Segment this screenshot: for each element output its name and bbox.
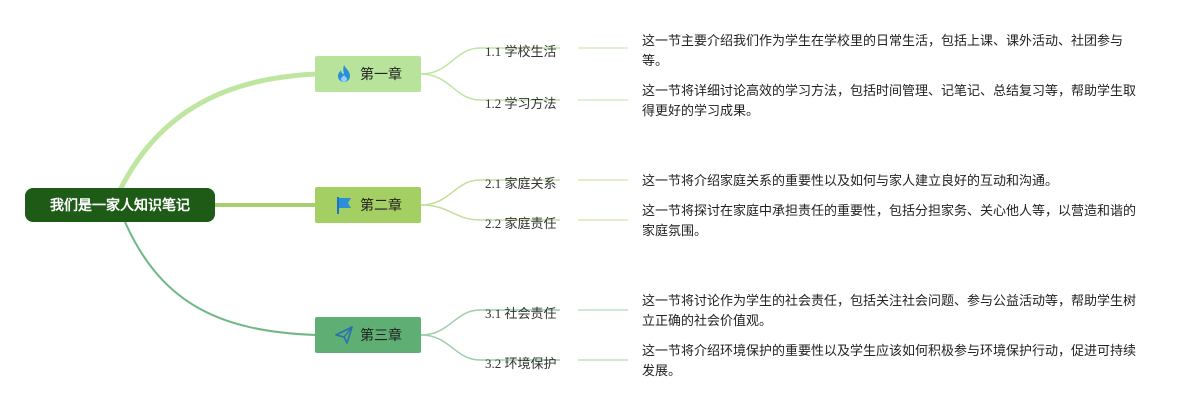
section-3-1[interactable]: 3.1 社会责任 xyxy=(485,306,557,321)
chapter3-to-s31-line xyxy=(420,309,560,336)
chapter3-to-s32-line xyxy=(420,334,560,361)
flame-icon xyxy=(334,64,354,84)
section-2-1[interactable]: 2.1 家庭关系 xyxy=(485,176,557,191)
section-3-2-description: 这一节将介绍环境保护的重要性以及学生应该如何积极参与环境保护行动，促进可持续发展… xyxy=(642,344,1137,379)
chapter2-node[interactable]: 第二章 xyxy=(315,187,421,223)
section-2-2-description: 这一节将探讨在家庭中承担责任的重要性，包括分担家务、关心他人等，以营造和谐的家庭… xyxy=(642,204,1137,239)
section-3-2[interactable]: 3.2 环境保护 xyxy=(485,356,557,371)
root-to-chapter1-line xyxy=(117,71,321,193)
chapter2-to-s21-line xyxy=(420,179,560,206)
root-label: 我们是一家人知识笔记 xyxy=(50,198,190,214)
chapter2-label: 第二章 xyxy=(360,198,402,214)
section-1-1-description: 这一节主要介绍我们作为学生在学校里的日常生活，包括上课、课外活动、社团参与等。 xyxy=(642,34,1124,69)
section-1-1[interactable]: 1.1 学校生活 xyxy=(485,44,557,59)
section-2-1-description: 这一节将介绍家庭关系的重要性以及如何与家人建立良好的互动和沟通。 xyxy=(642,174,1059,189)
chapter3-node[interactable]: 第三章 xyxy=(315,317,421,353)
chapter1-node[interactable]: 第一章 xyxy=(315,56,421,92)
paper-plane-icon xyxy=(334,325,354,345)
section-1-2-description: 这一节将详细讨论高效的学习方法，包括时间管理、记笔记、总结复习等，帮助学生取得更… xyxy=(642,84,1137,119)
root-to-chapter3-line xyxy=(124,221,319,336)
section-2-2[interactable]: 2.2 家庭责任 xyxy=(485,216,557,231)
section-3-1-description: 这一节将讨论作为学生的社会责任，包括关注社会问题、参与公益活动等，帮助学生树立正… xyxy=(642,294,1137,329)
flag-icon xyxy=(334,195,354,215)
section-1-2[interactable]: 1.2 学习方法 xyxy=(485,96,557,111)
root-node[interactable]: 我们是一家人知识笔记 xyxy=(25,188,215,222)
chapter1-to-s11-line xyxy=(420,47,560,75)
chapter1-label: 第一章 xyxy=(360,67,402,83)
chapter2-to-s22-line xyxy=(420,204,560,221)
chapter1-to-s12-line xyxy=(420,73,560,101)
chapter3-label: 第三章 xyxy=(360,328,402,344)
